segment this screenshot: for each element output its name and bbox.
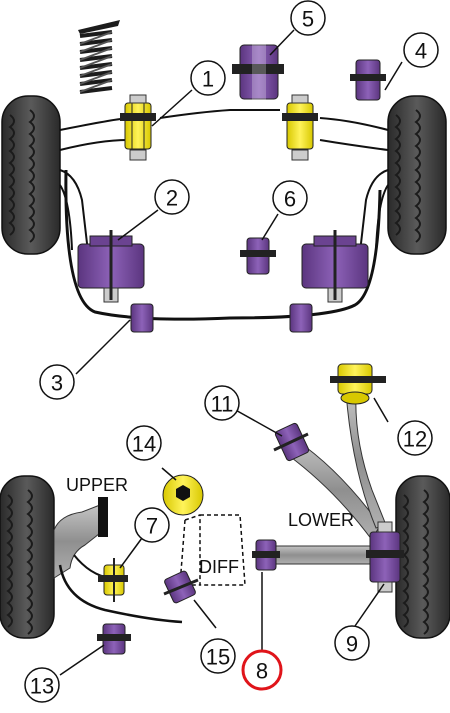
bush-14 [162,474,204,516]
bush-15 [163,570,199,604]
bush-12 [330,363,386,405]
upper-damper-mount [98,497,108,537]
callout-3: 3 [39,364,75,400]
bush-11 [273,422,310,462]
lower-control-arm [269,545,379,565]
bush-1-right [282,94,318,161]
callout-2: 2 [154,179,190,215]
svg-text:8: 8 [256,659,268,684]
svg-text:4: 4 [415,39,427,64]
bush-1 [120,94,156,161]
svg-text:5: 5 [302,7,314,32]
callout-11: 11 [204,385,240,421]
svg-text:9: 9 [346,632,358,657]
upper-link-12 [345,391,387,529]
svg-text:7: 7 [146,514,158,539]
front-arm-lines [59,109,389,253]
right-front-tyre [387,95,447,255]
right-rear-tyre [395,475,450,639]
bush-6 [240,237,276,275]
left-rear-tyre [0,475,55,639]
callout-4: 4 [403,32,439,68]
callout-14: 14 [126,425,162,461]
bush-13 [97,623,131,655]
svg-text:3: 3 [51,371,63,396]
left-front-tyre [1,95,61,255]
callout-7: 7 [134,507,170,543]
lower-label: LOWER [288,510,354,530]
callout-1: 1 [190,60,226,96]
upper-label: UPPER [66,475,128,495]
bush-2 [77,230,145,303]
svg-text:12: 12 [403,427,427,452]
bush-7 [98,558,128,602]
callout-9: 9 [334,625,370,661]
front-suspension-view [1,20,447,333]
bush-3 [130,303,313,333]
bush-9 [366,521,404,593]
svg-text:6: 6 [284,187,296,212]
coil-spring [78,20,120,94]
svg-text:14: 14 [132,432,156,457]
bush-5 [232,40,284,102]
svg-text:15: 15 [206,645,230,670]
upper-left-arm [53,504,105,579]
callout-12: 12 [397,420,433,456]
svg-text:11: 11 [211,392,234,417]
svg-text:1: 1 [202,67,214,92]
callout-6: 6 [272,180,308,216]
left-lower-link [58,564,183,624]
bush-2-right [301,230,369,303]
svg-text:2: 2 [166,186,178,211]
rear-suspension-view [0,363,450,655]
bush-8 [252,539,280,571]
callouts: 1 2 3 4 5 6 7 8 [24,0,439,703]
callout-15: 15 [200,638,236,674]
leader-lines [59,29,403,676]
svg-text:13: 13 [30,674,54,699]
diff-label: DIFF [199,557,239,577]
callout-13: 13 [24,667,60,703]
anti-roll-bar [64,169,382,321]
callout-5: 5 [290,0,326,36]
callout-8: 8 [241,649,283,691]
bush-4 [350,59,386,101]
